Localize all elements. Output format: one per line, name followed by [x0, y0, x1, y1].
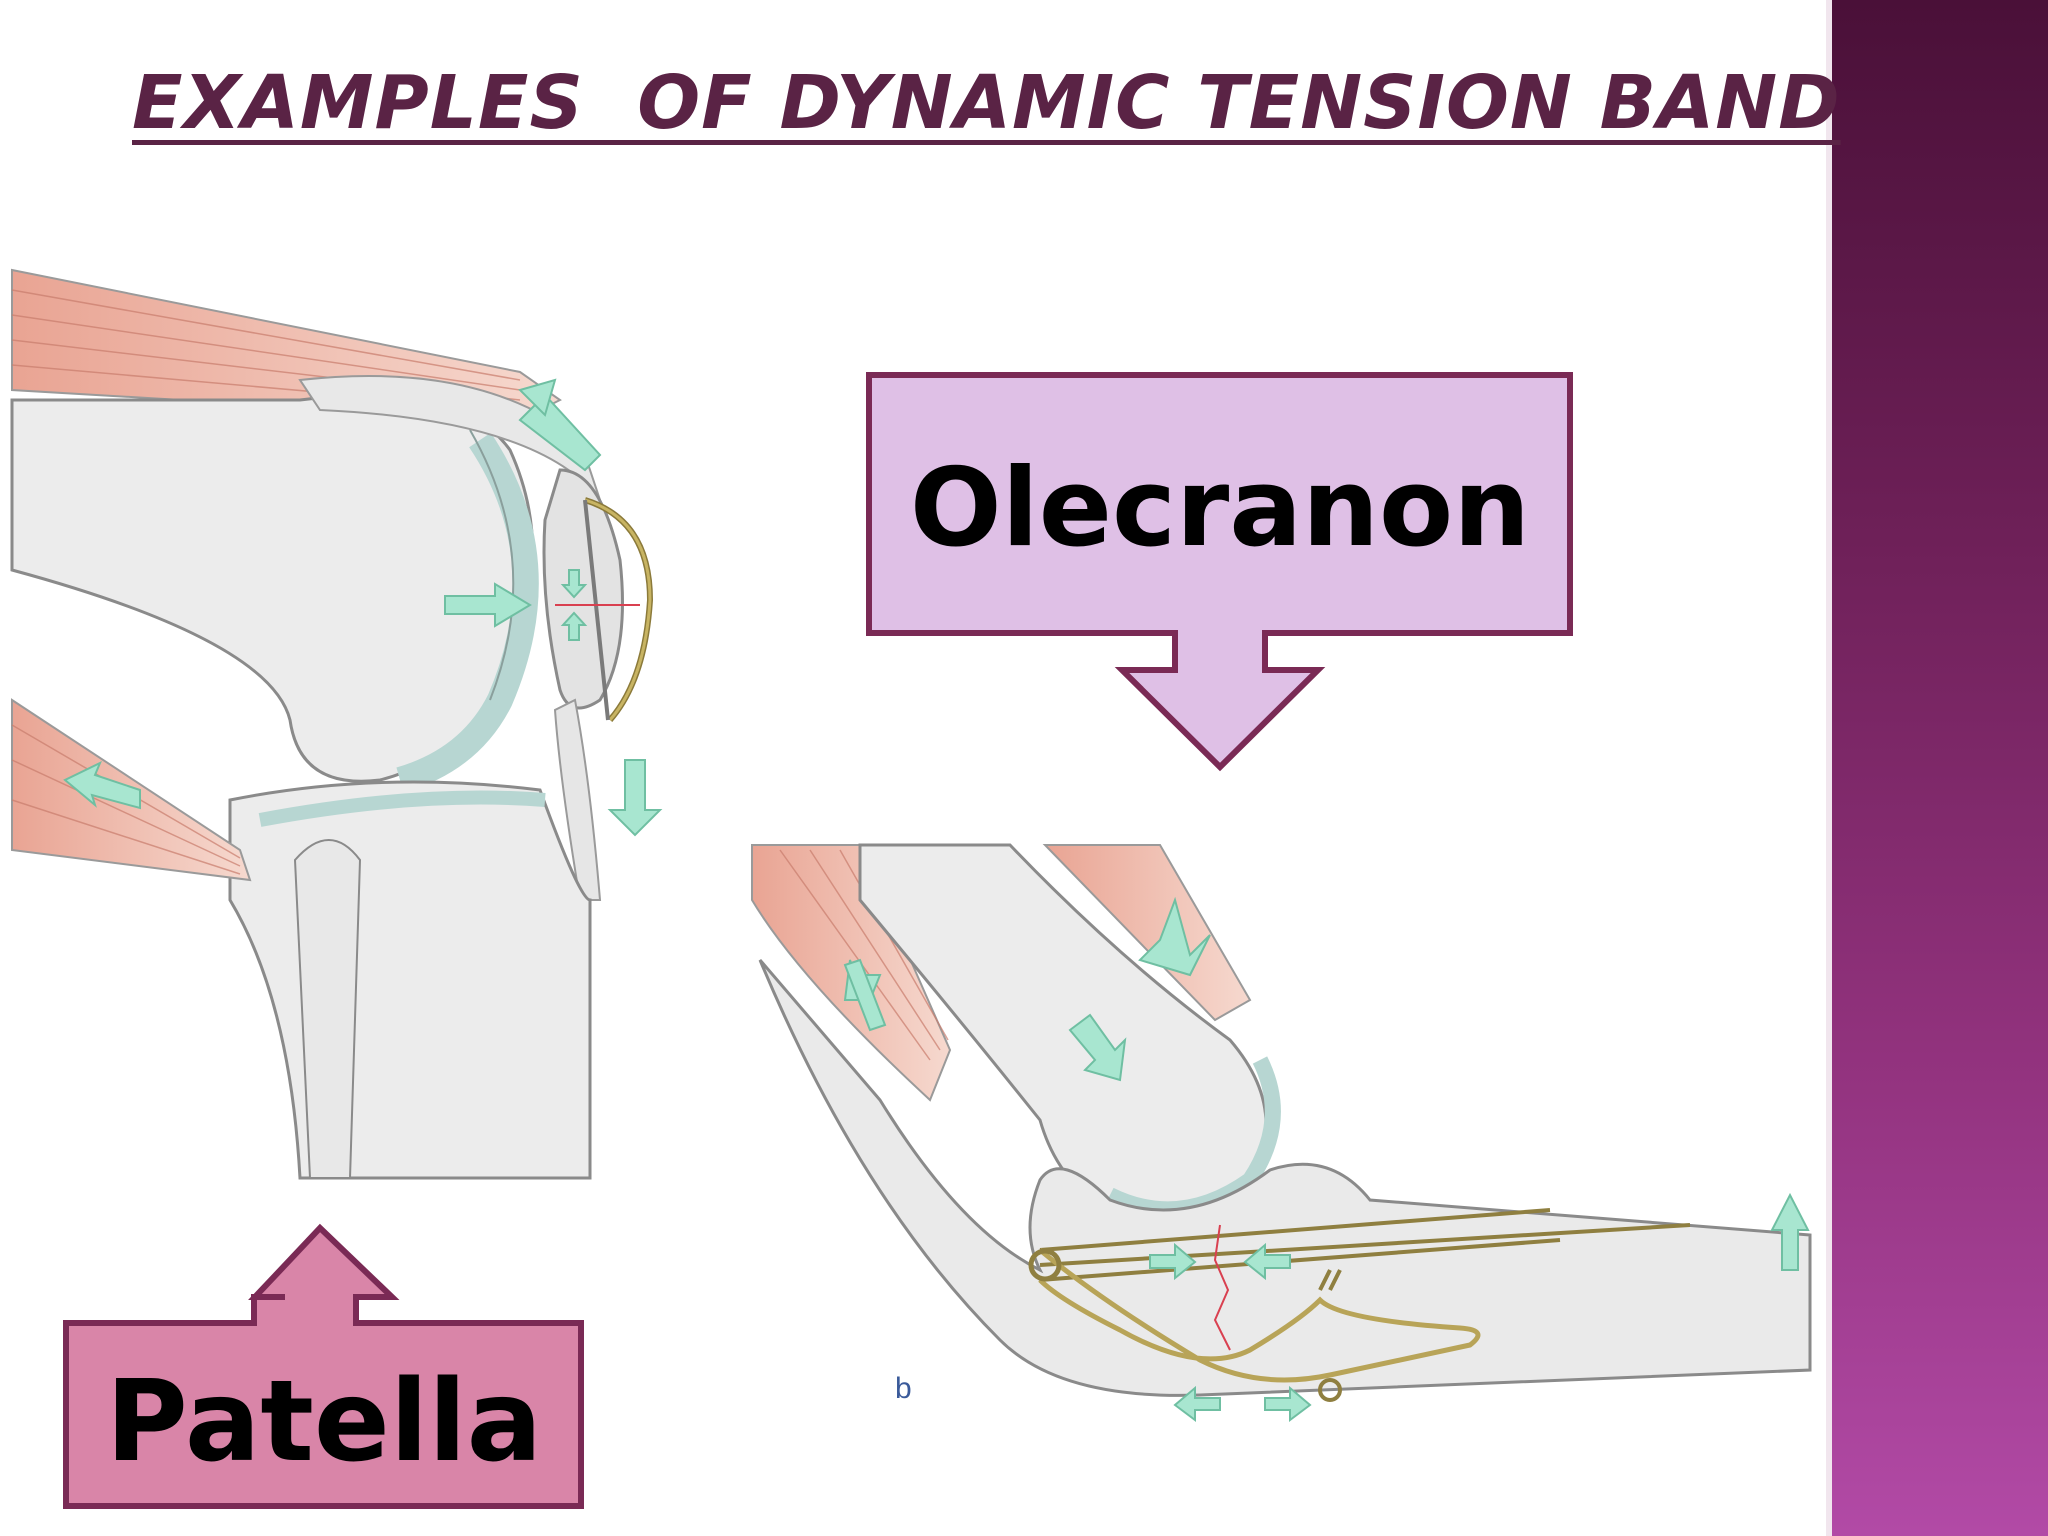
- patella-callout: Patella: [63, 1223, 584, 1509]
- patella-label: Patella: [106, 1357, 543, 1487]
- decorative-side-bar: [1826, 0, 2048, 1536]
- slide-title: EXAMPLES OF DYNAMIC TENSION BAND: [132, 60, 1841, 146]
- side-bar-edge: [1826, 0, 1832, 1536]
- knee-illustration: [10, 268, 663, 1180]
- diagram-canvas: b Olecranon Patella: [10, 268, 1812, 1509]
- elbow-illustration: b: [751, 843, 1812, 1422]
- olecranon-callout: Olecranon: [866, 372, 1573, 772]
- figure-panel-label: b: [895, 1372, 912, 1405]
- olecranon-label: Olecranon: [910, 446, 1530, 571]
